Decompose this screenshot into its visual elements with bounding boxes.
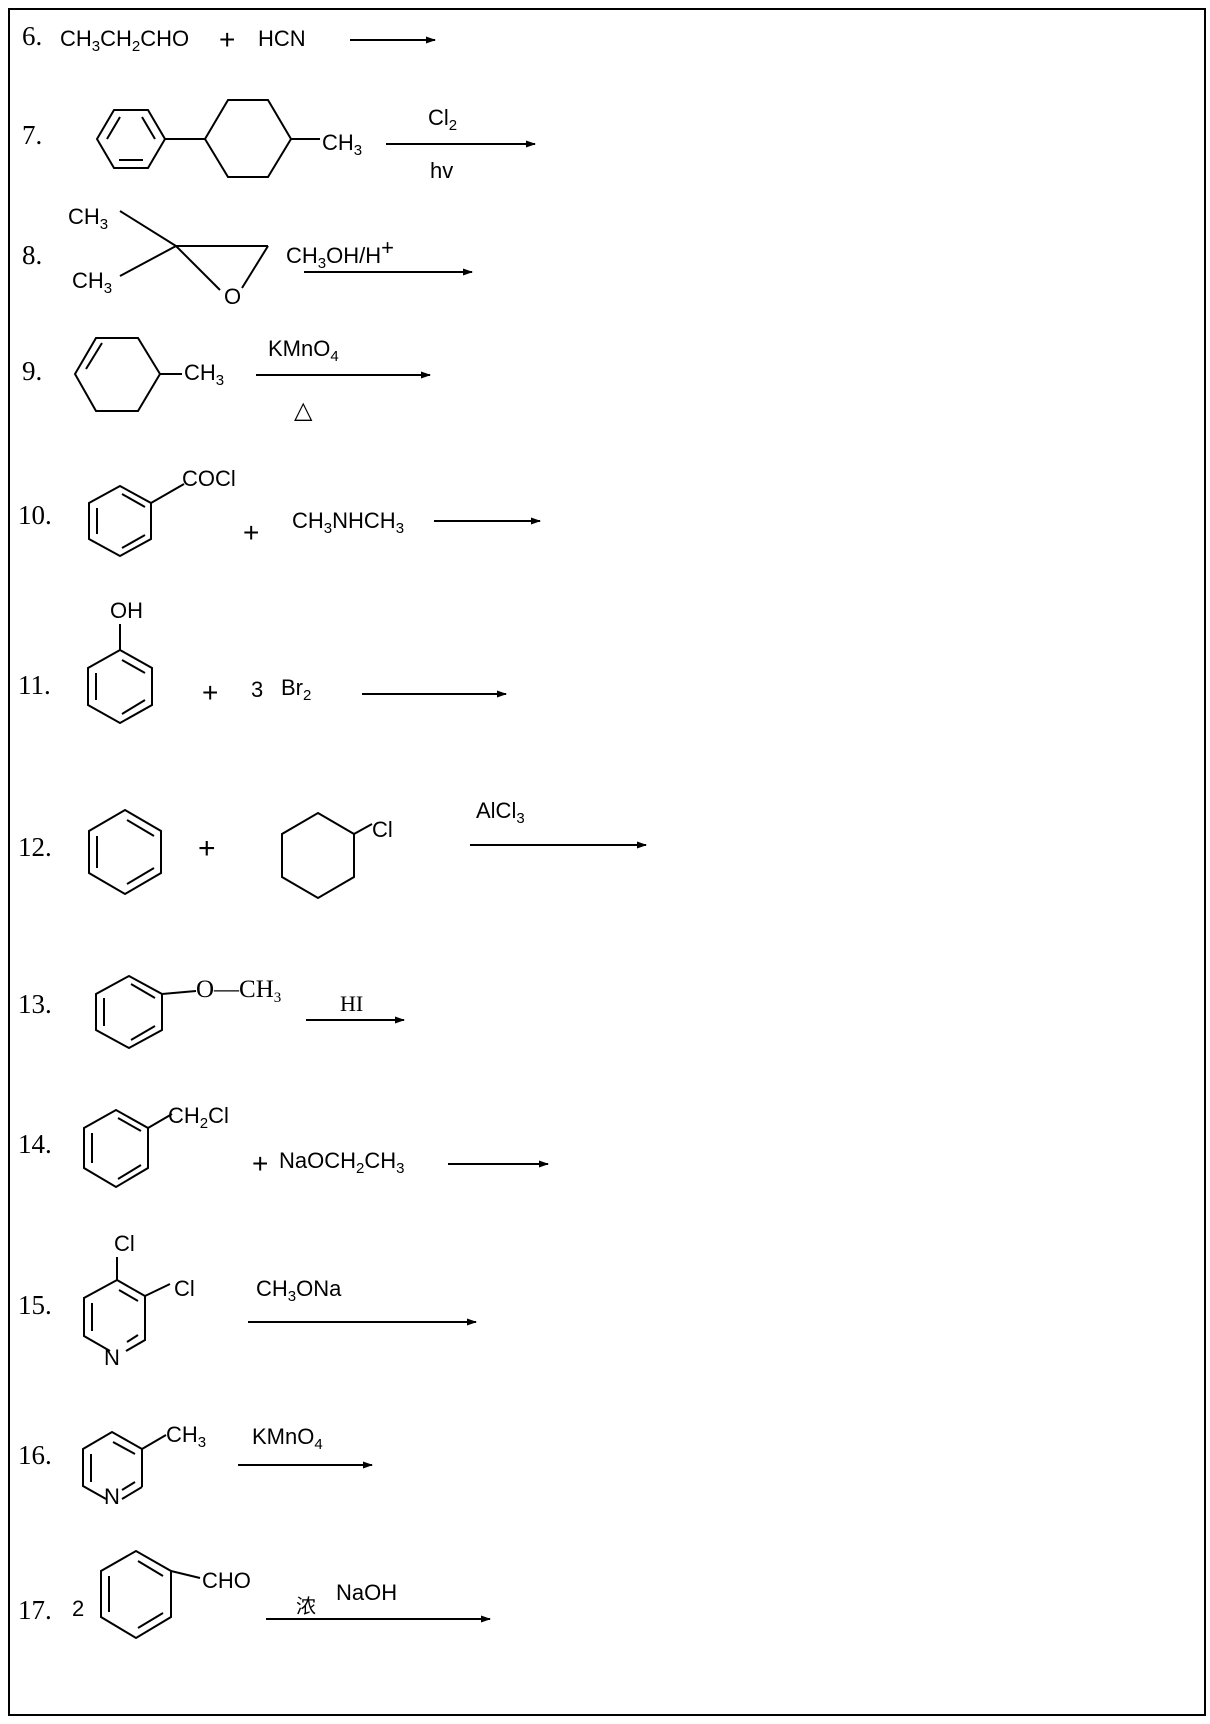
- p13-substituent: O—CH3: [196, 976, 282, 1006]
- problem-number-6: 6.: [22, 21, 43, 51]
- p6-reactant2: HCN: [258, 26, 306, 51]
- p14-reactant2: NaOCH2CH3: [279, 1148, 405, 1177]
- problem-sheet: [8, 8, 1206, 1716]
- p15-pyridine-ring: [83, 1278, 146, 1352]
- p8-epoxide: [119, 210, 269, 291]
- problem-number-11: 11.: [18, 670, 51, 700]
- p17-coefficient: 2: [72, 1596, 85, 1621]
- p13-ether-bond: [161, 990, 197, 995]
- p12-reagent-above: AlCl3: [476, 798, 525, 827]
- p17-benzene-ring: [100, 1549, 172, 1640]
- p17-aldehyde-bond: [170, 1570, 201, 1579]
- p11-plus: +: [202, 677, 219, 708]
- problem-number-8: 8.: [22, 240, 43, 270]
- p6-plus: +: [219, 24, 236, 55]
- problem-number-9: 9.: [22, 356, 43, 386]
- p11-coefficient: 3: [251, 677, 264, 702]
- problem-number-15: 15.: [18, 1290, 52, 1320]
- p16-substituent: CH3: [166, 1422, 207, 1451]
- p9-reagent-below: △: [294, 397, 313, 424]
- p11-reactant2: Br2: [281, 675, 312, 704]
- p16-ring-nitrogen: N: [104, 1484, 120, 1509]
- problem-number-7: 7.: [22, 120, 43, 150]
- p7-reagent-above: Cl2: [428, 105, 458, 134]
- problem-number-14: 14.: [18, 1129, 52, 1159]
- problem-number-12: 12.: [18, 832, 52, 862]
- p12-benzene-ring: [88, 808, 162, 896]
- p15-chloro-4: Cl: [114, 1231, 135, 1256]
- p14-benzene-ring: [83, 1108, 149, 1189]
- p14-substituent-bond: [147, 1113, 173, 1129]
- p7-benzene-ring: [95, 109, 167, 169]
- p12-cyclohexane-ring: [281, 811, 355, 900]
- p9-cyclohexene-ring: [73, 337, 162, 412]
- p10-substituent-bond: [150, 483, 185, 504]
- p17-reagent-prefix: 浓: [296, 1596, 316, 1618]
- p12-substituent: Cl: [372, 817, 393, 842]
- p15-ring-nitrogen: N: [104, 1345, 120, 1370]
- p7-cyclohexane-ring: [203, 99, 293, 178]
- p15-chloro-3: Cl: [174, 1276, 195, 1301]
- p13-reagent-above: HI: [340, 991, 364, 1016]
- p8-methyl1: CH3: [68, 204, 109, 233]
- p16-reagent-above: KMnO4: [252, 1424, 323, 1453]
- p9-substituent: CH3: [184, 360, 225, 389]
- p14-plus: +: [252, 1148, 269, 1179]
- p11-benzene-ring: [87, 648, 153, 725]
- p9-reagent-above: KMnO4: [268, 336, 339, 365]
- p15-reagent-above: CH3ONa: [256, 1276, 342, 1305]
- p14-substituent: CH2Cl: [168, 1103, 229, 1132]
- p17-reagent-above: NaOH: [336, 1580, 398, 1605]
- problem-number-17: 17.: [18, 1595, 52, 1625]
- p13-benzene-ring: [95, 974, 163, 1050]
- p10-plus: +: [243, 517, 260, 548]
- p11-substituent: OH: [110, 598, 143, 623]
- p15-c3-chloro-bond: [144, 1283, 171, 1297]
- p10-substituent: COCl: [182, 466, 236, 491]
- p12-plus: +: [198, 832, 216, 865]
- p17-substituent: CHO: [202, 1568, 251, 1593]
- problem-number-16: 16.: [18, 1440, 52, 1470]
- p16-pyridine-ring: [82, 1430, 143, 1500]
- p8-methyl2: CH3: [72, 268, 113, 297]
- p7-substituent: CH3: [322, 130, 363, 159]
- p12-chloro-bond: [353, 823, 373, 835]
- p8-ring-oxygen: O: [224, 284, 242, 309]
- problem-number-10: 10.: [18, 500, 52, 530]
- p10-reactant2: CH3NHCH3: [292, 508, 405, 537]
- problem-number-13: 13.: [18, 989, 52, 1019]
- p10-benzene-ring: [88, 484, 152, 558]
- p6-reactant1: CH3CH2CHO: [60, 26, 190, 55]
- p8-reagent: CH3OH/H+: [286, 235, 394, 272]
- p7-reagent-below: hv: [430, 158, 454, 183]
- p16-methyl-bond: [141, 1434, 167, 1450]
